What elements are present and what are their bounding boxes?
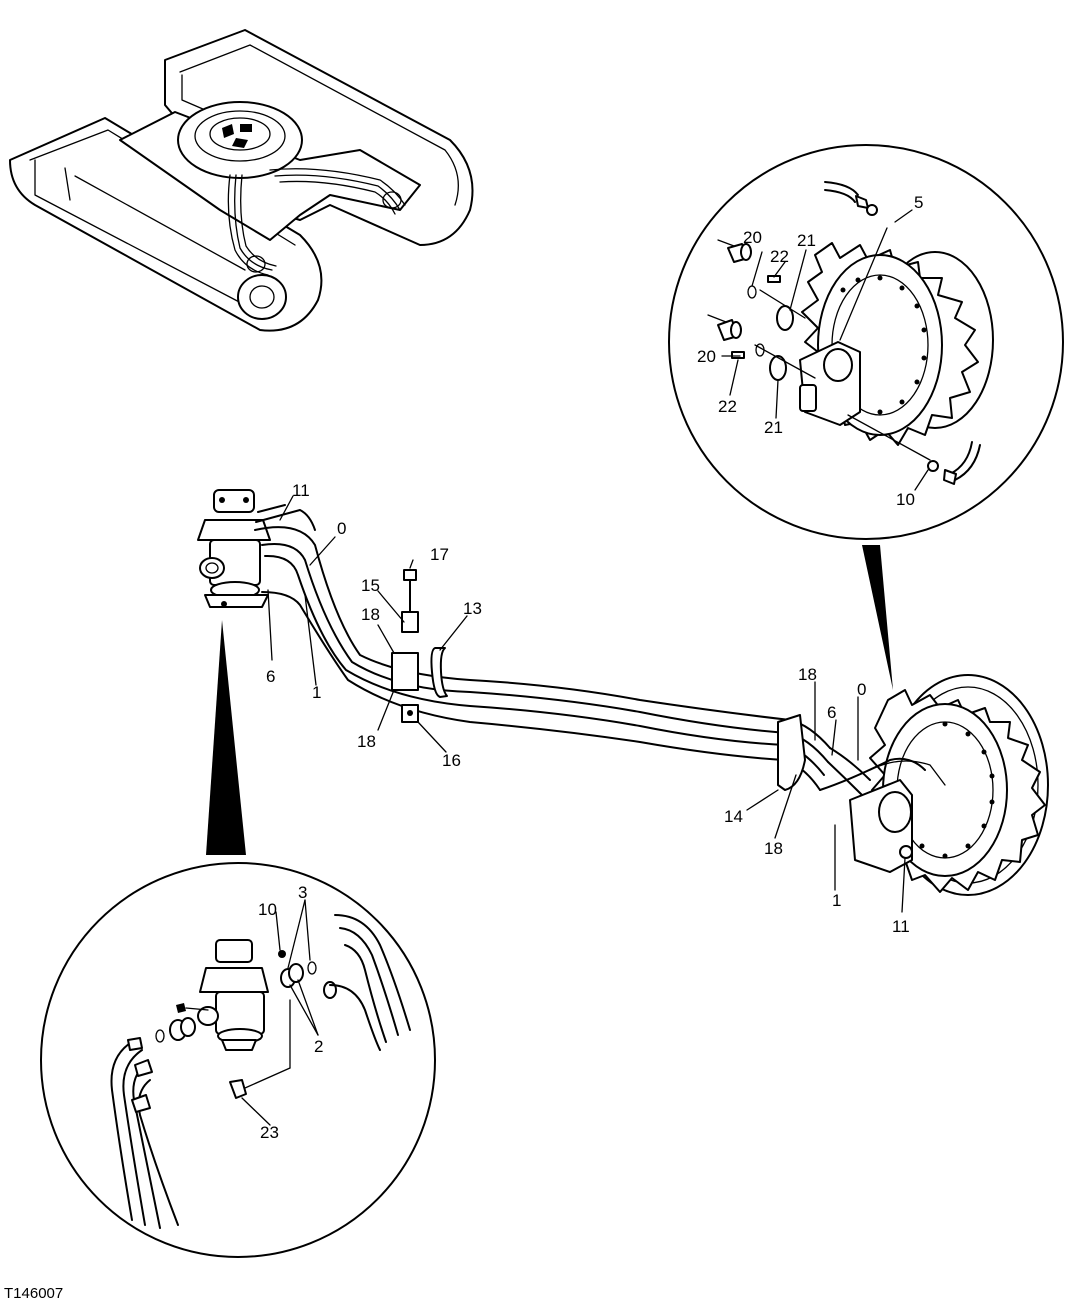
callout-3: 3 bbox=[298, 883, 307, 902]
hose-clamps bbox=[391, 569, 806, 791]
center-joint-assembly bbox=[197, 489, 271, 608]
motor-detail-inset bbox=[668, 144, 1064, 690]
callout-18-a: 18 bbox=[361, 605, 380, 624]
callout-21-a: 21 bbox=[797, 231, 816, 250]
callout-1-left: 1 bbox=[312, 683, 321, 702]
callout-18-d: 18 bbox=[764, 839, 783, 858]
hose-bundle bbox=[254, 504, 831, 791]
callout-17: 17 bbox=[430, 545, 449, 564]
callout-13: 13 bbox=[463, 599, 482, 618]
callout-11-right: 11 bbox=[892, 917, 910, 936]
callout-10-inset: 10 bbox=[258, 900, 277, 919]
callout-0-right: 0 bbox=[857, 680, 866, 699]
callout-6-right: 6 bbox=[827, 703, 836, 722]
center-joint-inset bbox=[40, 620, 436, 1258]
callout-20-b: 20 bbox=[697, 347, 716, 366]
callout-5: 5 bbox=[914, 193, 923, 212]
callout-6-left: 6 bbox=[266, 667, 275, 686]
callout-1-right: 1 bbox=[832, 891, 841, 910]
callout-0-top: 0 bbox=[337, 519, 346, 538]
callout-18-b: 18 bbox=[357, 732, 376, 751]
undercarriage-overview bbox=[9, 29, 474, 332]
callout-16: 16 bbox=[442, 751, 461, 770]
callout-22-a: 22 bbox=[770, 247, 789, 266]
callout-22-b: 22 bbox=[718, 397, 737, 416]
callout-21-b: 21 bbox=[764, 418, 783, 437]
travel-motor-main bbox=[819, 674, 1049, 896]
callout-14: 14 bbox=[724, 807, 743, 826]
callout-15: 15 bbox=[361, 576, 380, 595]
leader-lines bbox=[241, 209, 929, 1126]
callout-11-top: 11 bbox=[292, 481, 310, 500]
figure-id: T146007 bbox=[4, 1285, 63, 1302]
callout-labels: 11 0 6 1 17 15 18 13 18 16 18 0 6 14 18 … bbox=[258, 193, 923, 1142]
callout-20-a: 20 bbox=[743, 228, 762, 247]
callout-2: 2 bbox=[314, 1037, 323, 1056]
callout-23: 23 bbox=[260, 1123, 279, 1142]
callout-10-top: 10 bbox=[896, 490, 915, 509]
callout-18-c: 18 bbox=[798, 665, 817, 684]
